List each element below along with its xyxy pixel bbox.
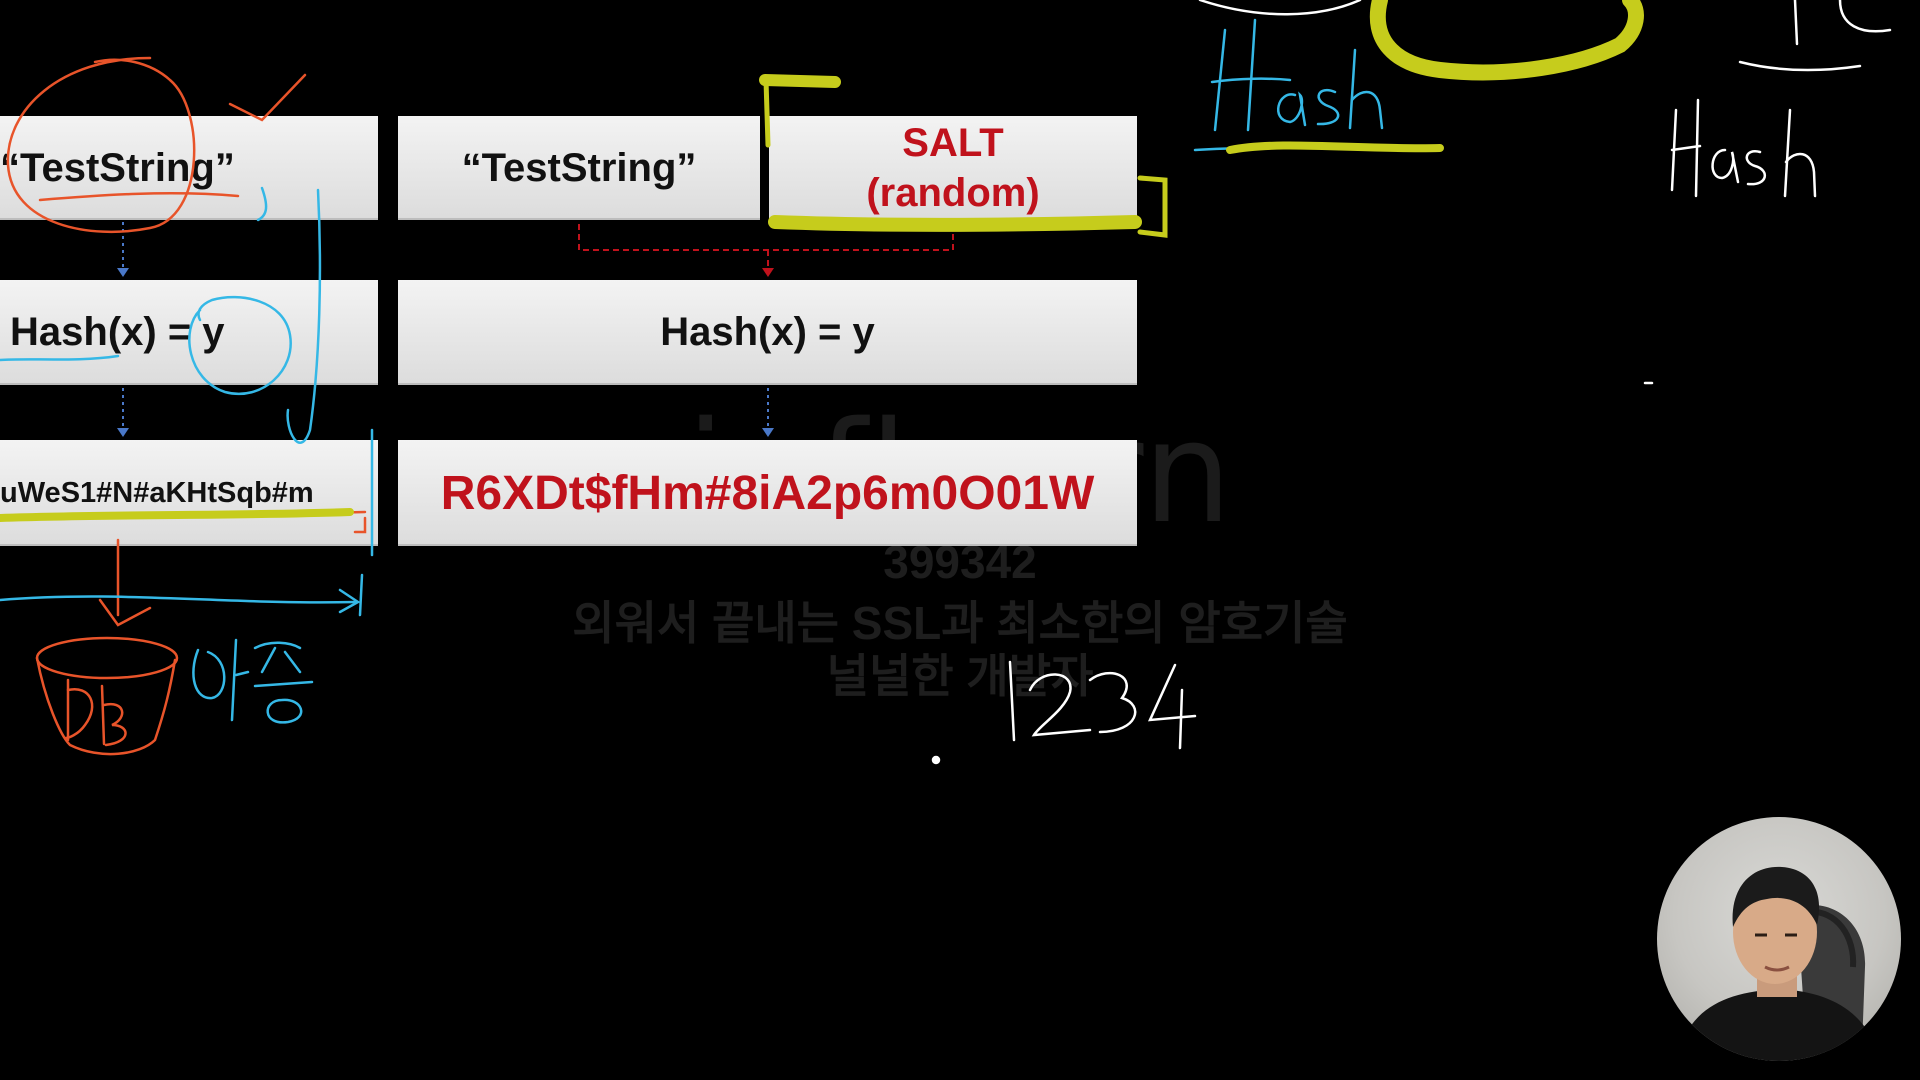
right-output-box: R6XDt$fHm#8iA2p6m0O01W [398,440,1137,546]
salt-box: SALT (random) [769,116,1137,220]
salt-label: SALT [902,121,1004,165]
presenter-avatar-icon [1677,866,1881,1061]
left-hash-box: Hash(x) = y [0,280,378,385]
watermark-author: 널널한 개발자 [826,650,1094,702]
presenter-webcam [1657,817,1901,1061]
salt-merge-arrow [578,224,954,272]
left-output-label: uWeS1#N#aKHtSqb#m [0,476,314,509]
salt-note: (random) [866,171,1040,215]
right-hash-box: Hash(x) = y [398,280,1137,385]
left-hash-label: Hash(x) = y [10,310,225,354]
right-input-label: “TestString” [461,145,697,190]
left-input-label: “TestString” [0,145,235,190]
right-input-box: “TestString” [398,116,760,220]
watermark-course-title: 외워서 끝내는 SSL과 최소한의 암호기술 [572,597,1348,649]
right-output-label: R6XDt$fHm#8iA2p6m0O01W [440,466,1095,520]
left-input-box: “TestString” [0,116,378,220]
left-output-box: uWeS1#N#aKHtSqb#m [0,440,378,546]
right-hash-label: Hash(x) = y [660,310,875,354]
